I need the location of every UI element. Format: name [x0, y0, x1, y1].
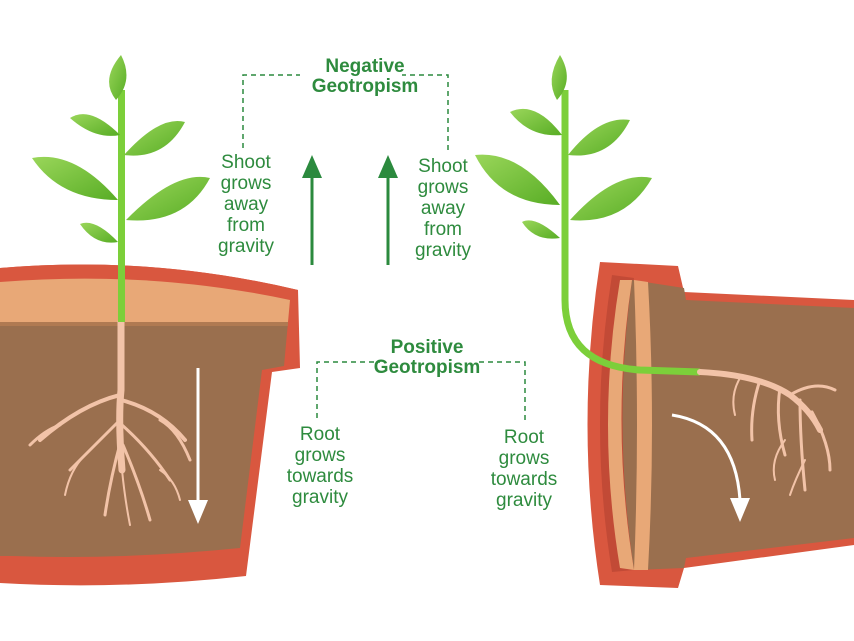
root-right-line: grows [498, 448, 550, 469]
positive-bracket [316, 361, 526, 420]
down-arrow-icon [188, 368, 208, 524]
shoot-right-line: away [420, 198, 466, 219]
root-left-line: grows [294, 445, 346, 466]
positive-title-line1: Positive [390, 337, 464, 358]
left-plant [32, 55, 210, 322]
up-arrow-icon [378, 155, 398, 265]
root-right-line: towards [490, 469, 558, 490]
left-pot [0, 264, 300, 586]
negative-geotropism-title: Negative Geotropism [270, 57, 460, 97]
root-left-line: gravity [292, 487, 348, 508]
right-plant [475, 55, 701, 376]
shoot-left-line: from [227, 215, 265, 236]
shoot-label-left: Shoot grows away from gravity [196, 152, 296, 257]
root-label-left: Root grows towards gravity [270, 424, 370, 508]
root-right-line: gravity [496, 490, 552, 511]
positive-title-line2: Geotropism [373, 357, 481, 378]
root-left-line: Root [299, 424, 341, 445]
up-arrow-icon [302, 155, 322, 265]
shoot-right-line: gravity [415, 240, 471, 261]
root-left-line: towards [286, 466, 354, 487]
shoot-left-line: away [223, 194, 269, 215]
root-right-line: Root [503, 427, 545, 448]
negative-title-line1: Negative [325, 56, 405, 77]
shoot-right-line: from [424, 219, 462, 240]
negative-title-line2: Geotropism [311, 76, 419, 97]
shoot-right-line: grows [417, 177, 469, 198]
right-roots [697, 369, 837, 496]
positive-geotropism-title: Positive Geotropism [337, 338, 517, 378]
left-roots [28, 318, 192, 526]
right-pot [587, 262, 854, 588]
shoot-right-line: Shoot [418, 156, 468, 177]
negative-bracket [242, 74, 449, 150]
root-label-right: Root grows towards gravity [474, 427, 574, 511]
shoot-left-line: Shoot [221, 152, 271, 173]
curved-arrow-icon [671, 413, 750, 522]
shoot-left-line: gravity [218, 236, 274, 257]
shoot-label-right: Shoot grows away from gravity [393, 156, 493, 261]
shoot-left-line: grows [220, 173, 272, 194]
